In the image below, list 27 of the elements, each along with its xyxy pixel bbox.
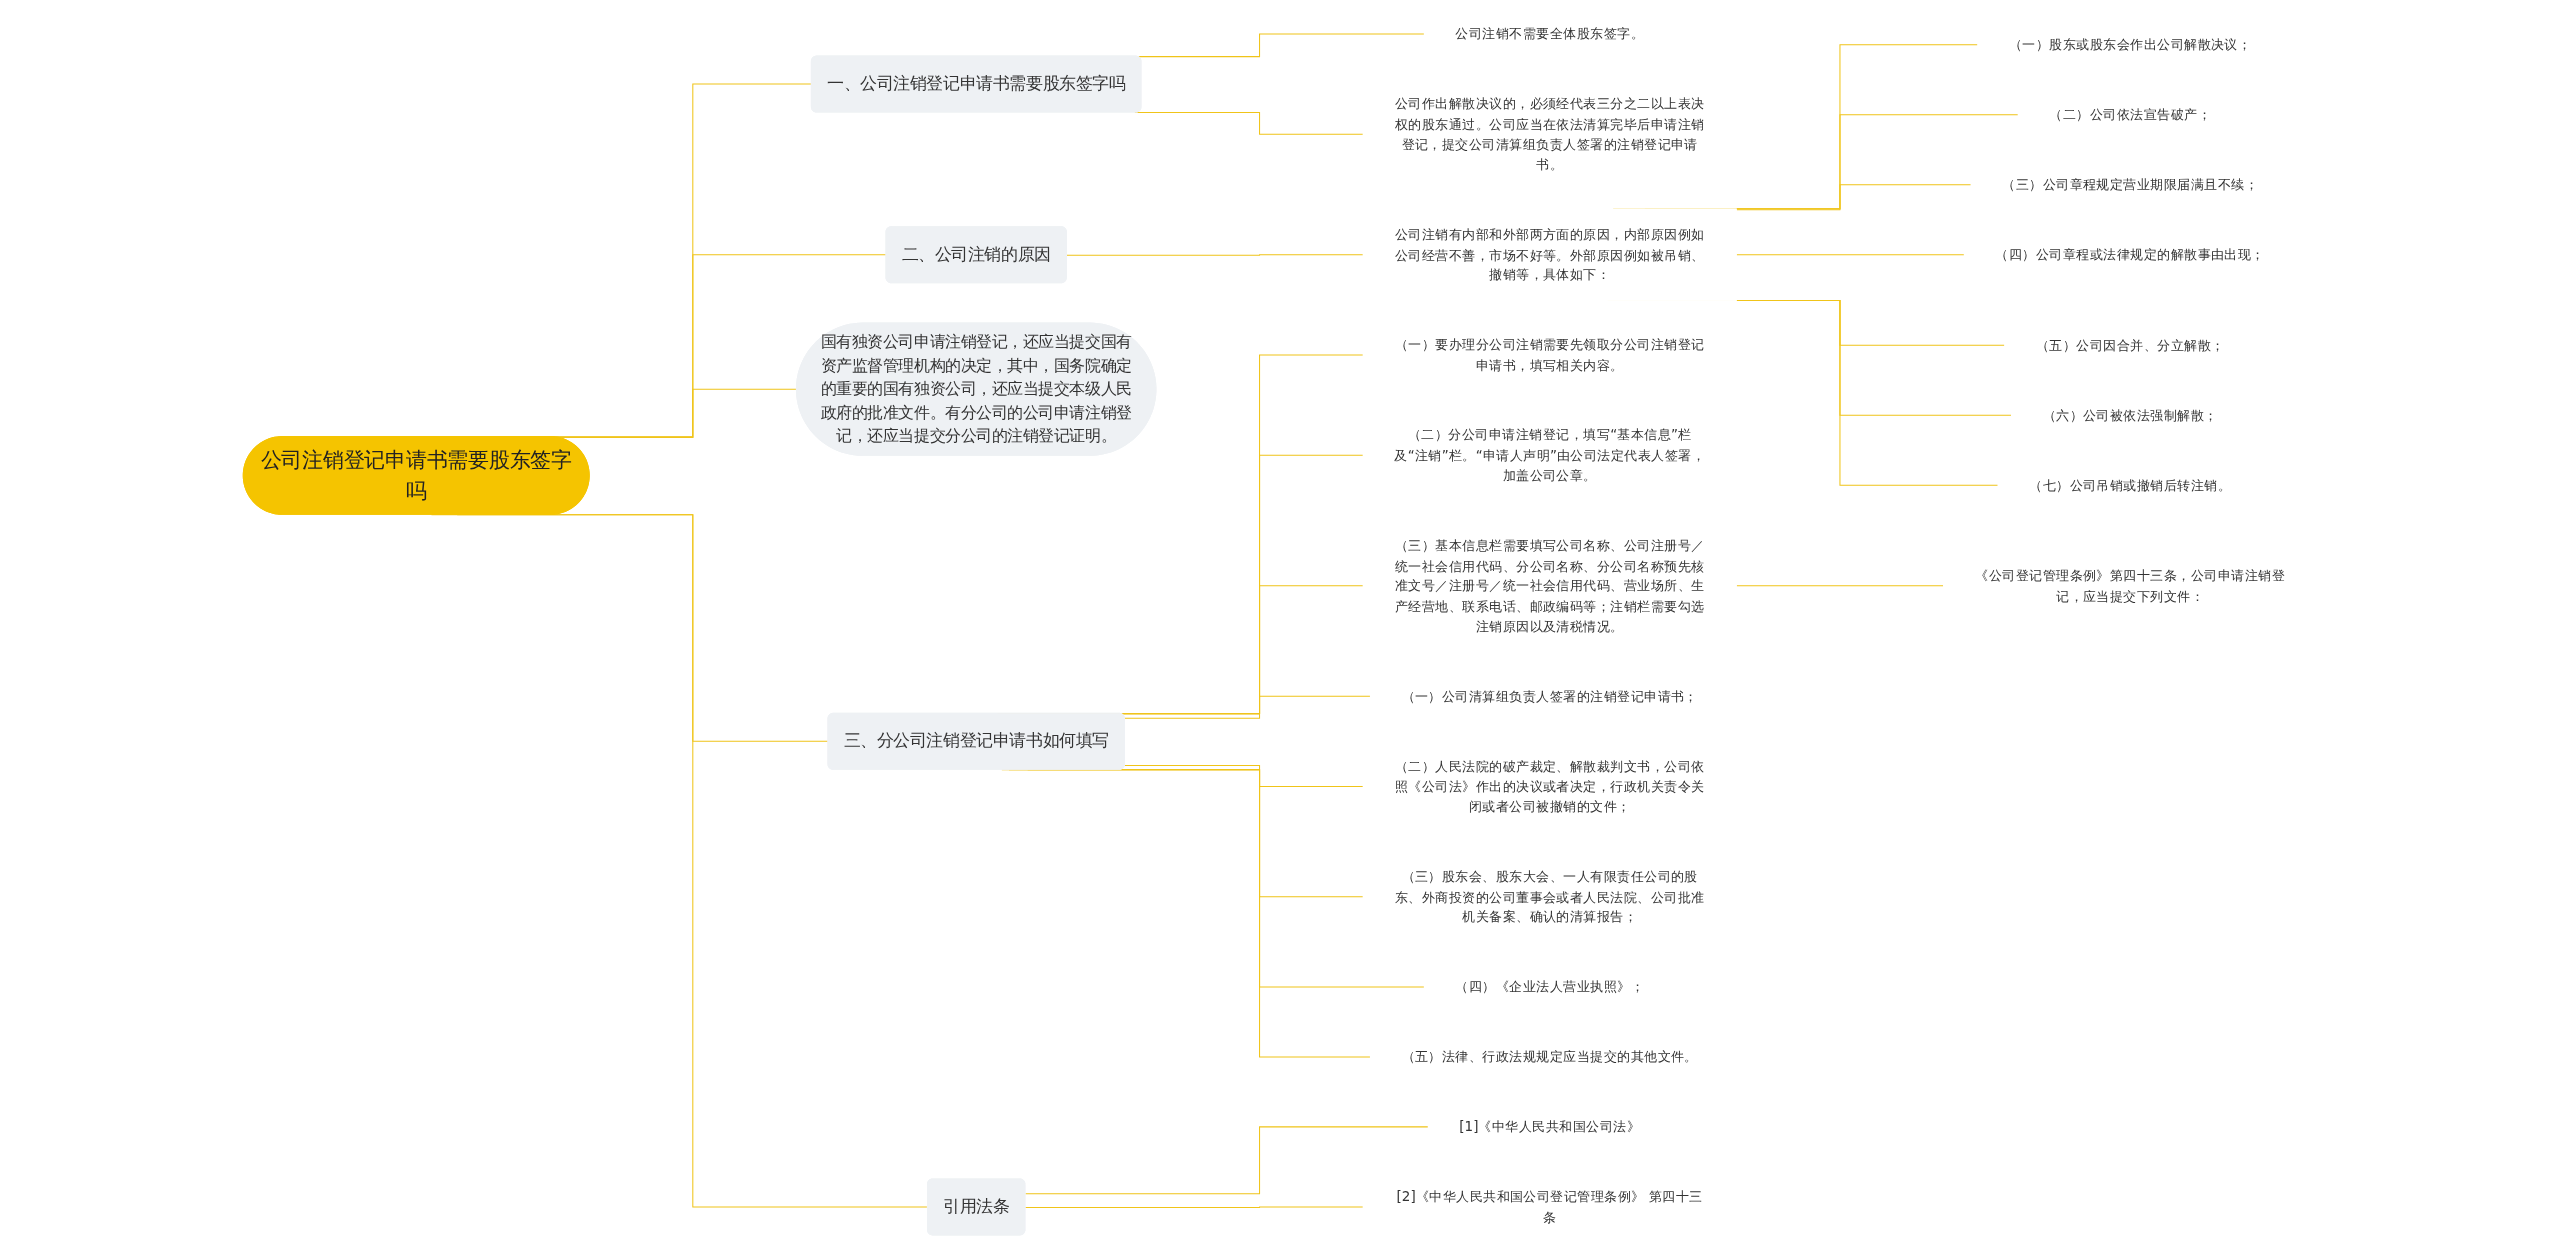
connector xyxy=(1735,184,1972,211)
connector xyxy=(1124,764,1364,787)
node-text: （三）基本信息栏需要填写公司名称、公司注册号／统一社会信用代码、分公司名称、分公司名称预先核准文号／注册号／统一社会信用代码、营业场所、生产经营地、联系电话、邮政编码等；注销栏需要勾选注销原因以及清税情况。 xyxy=(1394,537,1705,634)
node-text: （一）公司清算组负责人签署的注销登记申请书； xyxy=(1401,688,1698,704)
connector xyxy=(1024,1126,1429,1195)
node-text: （三）公司章程规定营业期限届满且不续； xyxy=(2002,176,2259,193)
node-text: （六）公司被依法强制解散； xyxy=(2042,407,2218,423)
node-text: （三）股东会、股东大会、一人有限责任公司的股东、外商投资的公司董事会或者人民法院、公司批准机关备案、确认的清算报告； xyxy=(1394,868,1705,925)
node-text: 公司作出解散决议的，必须经代表三分之二以上表决权的股东通过。公司应当在依法清算完毕后申请注销登记，提交公司清算组负责人签署的注销登记申请书。 xyxy=(1394,95,1705,173)
node-text: 《公司登记管理条例》第四十三条，公司申请注销登记，应当提交下列文件： xyxy=(1975,567,2286,604)
node-text: [2]《中华人民共和国公司登记管理条例》 第四十三条 xyxy=(1396,1188,1703,1225)
connector xyxy=(1024,1206,1364,1208)
node-text: （五）法律、行政法规规定应当提交的其他文件。 xyxy=(1401,1048,1698,1065)
connector xyxy=(1134,112,1364,135)
node-text: （七）公司吊销或撤销后转注销。 xyxy=(2029,477,2232,493)
node-text: （四）公司章程或法律规定的解散事由出现； xyxy=(1995,246,2265,263)
node-text: [1]《中华人民共和国公司法》 xyxy=(1459,1118,1641,1135)
node-text: （五）公司因合并、分立解散； xyxy=(2035,337,2225,353)
node-text: （二）公司依法宣告破产； xyxy=(2049,106,2211,123)
connector xyxy=(1066,254,1364,256)
node-text: （四）《企业法人营业执照》； xyxy=(1455,978,1645,995)
node-text: （一）股东或股东会作出公司解散决议； xyxy=(2008,36,2252,53)
node-text: （二）分公司申请注销登记，填写“基本信息”栏及“注销”栏。“申请人声明”由公司法定代表人签署，加盖公司公章。 xyxy=(1394,427,1706,483)
connector xyxy=(1124,695,1371,719)
node-text: （一）要办理分公司注销需要先领取分公司注销登记申请书，填写相关内容。 xyxy=(1394,336,1705,373)
node-text: 公司注销不需要全体股东签字。 xyxy=(1455,25,1645,42)
node-text: （二）人民法院的破产裁定、解散裁判文书，公司依照《公司法》作出的决议或者决定，行政机关责令关闭或者公司被撤销的文件； xyxy=(1394,758,1705,815)
